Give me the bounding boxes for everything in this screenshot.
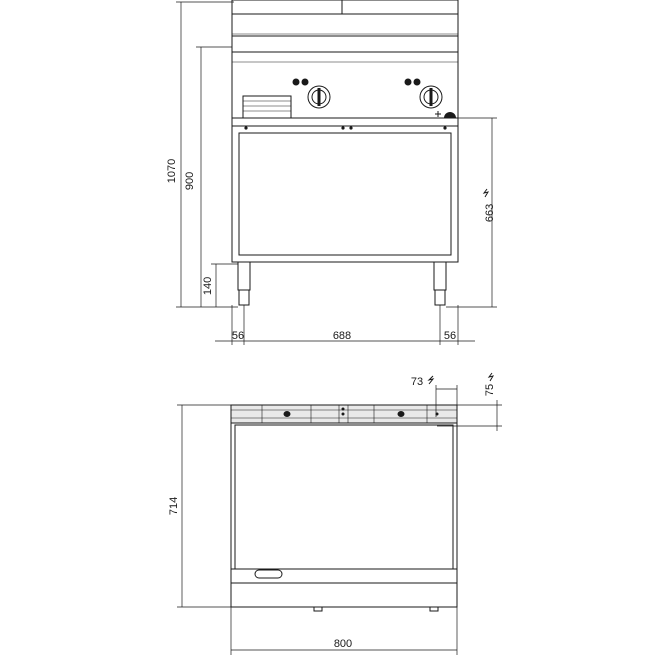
- lightning-bolt-icon: [482, 188, 490, 198]
- dim-label-cable-offset-y: 75: [484, 384, 496, 396]
- dim-label-leg-spacing: 688: [333, 330, 351, 342]
- griddle-plate: [234, 424, 454, 570]
- front-view: 1070 900 140 663 56: [166, 0, 497, 345]
- dimension-cable-offset-x: 73: [411, 375, 458, 417]
- foot: [313, 606, 323, 612]
- leg-left: [237, 261, 251, 306]
- dimension-cable-offset-y: 75: [437, 372, 502, 431]
- top-outline: [230, 404, 458, 608]
- dim-label-cable-height: 663: [484, 204, 496, 222]
- dimension-depth: 714: [168, 404, 231, 608]
- front-plate: [231, 13, 459, 37]
- dim-label-width: 800: [334, 638, 352, 650]
- knob-icon: [397, 411, 405, 417]
- dim-label-cable-offset-x: 73: [411, 376, 423, 388]
- grease-drawer-handle: [254, 569, 283, 579]
- dimension-leg-height: 140: [202, 263, 238, 307]
- dimension-leg-spacing: 56 688 56: [215, 305, 475, 345]
- knob-icon: [283, 411, 291, 417]
- indicator-light-icon: [404, 78, 412, 86]
- dimension-total-height: 1070: [166, 1, 238, 308]
- foot: [429, 606, 439, 612]
- piezo-ignition: [435, 111, 456, 118]
- cabinet-frame: [231, 125, 459, 263]
- indicator-light-icon: [301, 78, 309, 86]
- front-top-edge: [231, 0, 459, 15]
- leg-right: [433, 261, 447, 306]
- indicator-light-icon: [292, 78, 300, 86]
- dimension-worktop-height: 900: [184, 46, 232, 307]
- lightning-bolt-icon: [427, 375, 435, 385]
- indicator-light-icon: [413, 78, 421, 86]
- worktop-rim: [231, 117, 459, 127]
- top-view: 714 800 73 75: [168, 372, 502, 655]
- dimension-width: 800: [230, 607, 458, 655]
- dim-label-right-offset: 56: [444, 330, 456, 342]
- dim-label-total-height: 1070: [166, 159, 178, 183]
- dim-label-worktop-height: 900: [184, 172, 196, 190]
- right-control-knob: [404, 78, 443, 109]
- dim-label-leg-height: 140: [202, 277, 214, 295]
- dimension-cable-height: 663: [446, 117, 497, 308]
- dim-label-left-offset: 56: [232, 330, 244, 342]
- front-rail: [230, 568, 458, 584]
- cabinet-opening: [238, 132, 452, 256]
- dim-label-depth: 714: [168, 497, 180, 515]
- left-control-knob: [292, 78, 331, 109]
- control-panel: [231, 51, 459, 119]
- lightning-bolt-icon: [487, 372, 495, 382]
- front-panel-band: [231, 35, 459, 53]
